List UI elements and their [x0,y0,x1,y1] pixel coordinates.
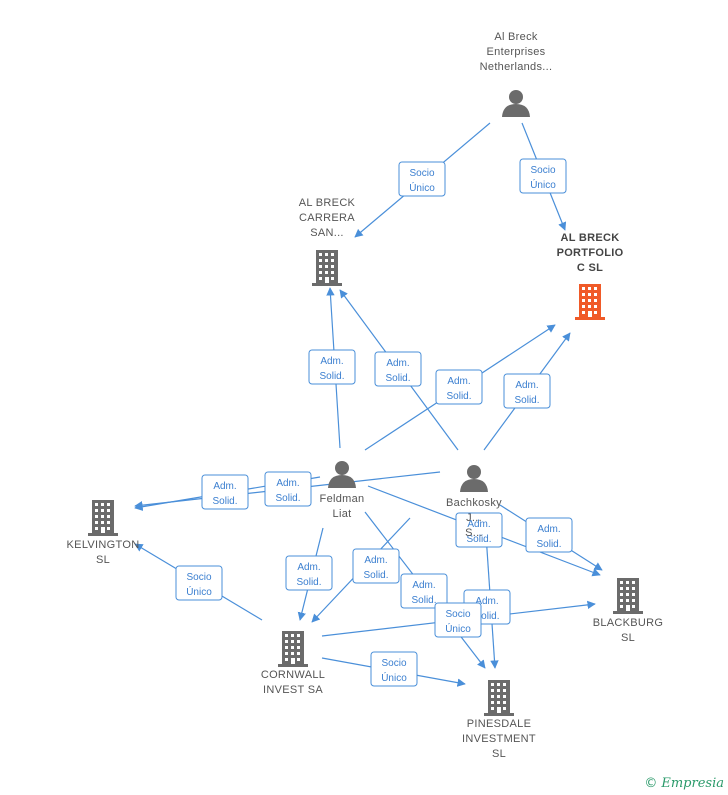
edge-label-line: Solid. [466,534,491,545]
edge-label-line: Único [445,622,471,635]
edge-label-line: Solid. [385,373,410,384]
edge-label-line: Solid. [319,371,344,382]
edge-label-line: Adm. [320,356,343,367]
edge-label-line: Solid. [363,570,388,581]
node-label-line: PINESDALE [467,718,531,730]
edge-label-line: Adm. [297,562,320,573]
node-blackburg[interactable]: BLACKBURG SL [593,578,664,644]
building-icon [312,250,342,286]
edge-label-line: Adm. [412,580,435,591]
edge-label-line: Solid. [474,611,499,622]
node-label-line: J... [466,512,482,524]
edge-label-line: Adm. [475,596,498,607]
edge-label-line: Socio [409,168,434,179]
edge-label-line: Adm. [213,481,236,492]
node-label-line: AL BRECK [560,232,619,244]
node-label-line: INVESTMENT [462,733,536,745]
edge-label-line: Adm. [276,478,299,489]
node-pinesdale[interactable]: PINESDALE INVESTMENT SL [462,680,536,760]
edge-label-line: Solid. [536,539,561,550]
node-albreck_ent[interactable]: Al BreckEnterprisesNetherlands... [480,31,553,117]
node-label-line: SL [621,632,635,644]
copyright-icon: © [644,776,658,791]
edge-label-line: Adm. [447,376,470,387]
node-label-line: BLACKBURG [593,617,664,629]
node-label-line: PORTFOLIO [557,247,624,259]
edge-label-line: Socio [186,572,211,583]
node-cornwall[interactable]: CORNWALL INVEST SA [261,631,325,696]
node-label-line: Al Breck [494,31,538,43]
edge-label-bachkosky-to-kelvington[interactable]: Adm. Solid. [264,471,312,507]
node-label-line: SL [492,748,506,760]
edge-label-bachkosky-to-blackburg[interactable]: Adm. Solid. [455,512,503,548]
node-label-line: Netherlands... [480,61,553,73]
node-label-line: C SL [577,262,603,274]
node-label-line: SL [96,554,110,566]
building-icon [88,500,118,536]
edge-label-feldman-to-albreck_portfolio[interactable]: Adm. Solid. [435,369,483,405]
brand-footer[interactable]: ©Empresia [644,776,724,791]
edge-label-feldman-to-pinesdale[interactable]: Adm. Solid. [400,573,448,609]
node-label-line: SAN... [310,227,344,239]
building-icon [613,578,643,614]
edge-label-line: Único [186,585,212,598]
edge-label-feldman-to-cornwall[interactable]: Adm. Solid. [285,555,333,591]
node-albreck_portfolio[interactable]: AL BRECK PORTFOLIO C SL [557,232,624,320]
node-albreck_carrera[interactable]: AL BRECK CARRERA SAN... [299,197,356,286]
edge-label-line: Socio [445,609,470,620]
edge-label-line: Solid. [411,595,436,606]
edge-label-line: Socio [381,658,406,669]
person-icon [328,461,356,488]
edge-label-line: Solid. [446,391,471,402]
edge-labels-layer: SocioÚnicoSocioÚnicoAdm.Solid.Adm.Solid.… [175,158,573,687]
edge-label-line: Único [530,178,556,191]
node-label-line: AL BRECK [299,197,356,209]
edge-label-line: Adm. [537,524,560,535]
edge-label-feldman-to-blackburg[interactable]: Adm. Solid. [525,517,573,553]
node-label-line: CORNWALL [261,669,325,681]
node-label-line: Feldman [320,493,365,505]
node-label-line: Bachkosky [446,497,502,509]
edge-label-line: Único [409,181,435,194]
node-label-line: Enterprises [487,46,546,58]
edge-label-line: Solid. [212,496,237,507]
edge-label-bachkosky-to-cornwall[interactable]: Adm. Solid. [352,548,400,584]
edge-label-line: Socio [530,165,555,176]
node-label-line: S... [465,527,483,539]
edge-label-line: Solid. [275,493,300,504]
edge-label-line: Adm. [386,358,409,369]
brand-name: Empresia [661,776,724,791]
node-label-line: KELVINGTON [67,539,140,551]
node-label-line: CARRERA [299,212,355,224]
edge-label-line: Adm. [364,555,387,566]
person-icon [460,465,488,492]
node-label-line: Liat [333,508,352,520]
edge-label-bachkosky-to-albreck_carrera[interactable]: Adm. Solid. [374,351,422,387]
edge-label-line: Solid. [296,577,321,588]
edge-label-bachkosky-to-albreck_portfolio[interactable]: Adm. Solid. [503,373,551,409]
building-icon [278,631,308,667]
node-label-line: INVEST SA [263,684,323,696]
edge-label-line: Adm. [515,380,538,391]
node-kelvington[interactable]: KELVINGTON SL [67,500,140,566]
person-icon [502,90,530,117]
building-icon [575,284,605,320]
edge-label-line: Adm. [467,519,490,530]
building-icon [484,680,514,716]
edge-label-line: Único [381,671,407,684]
edge-label-line: Solid. [514,395,539,406]
edge-label-feldman-to-albreck_carrera[interactable]: Adm. Solid. [308,349,356,385]
edge-label-feldman-to-kelvington[interactable]: Adm. Solid. [201,474,249,510]
